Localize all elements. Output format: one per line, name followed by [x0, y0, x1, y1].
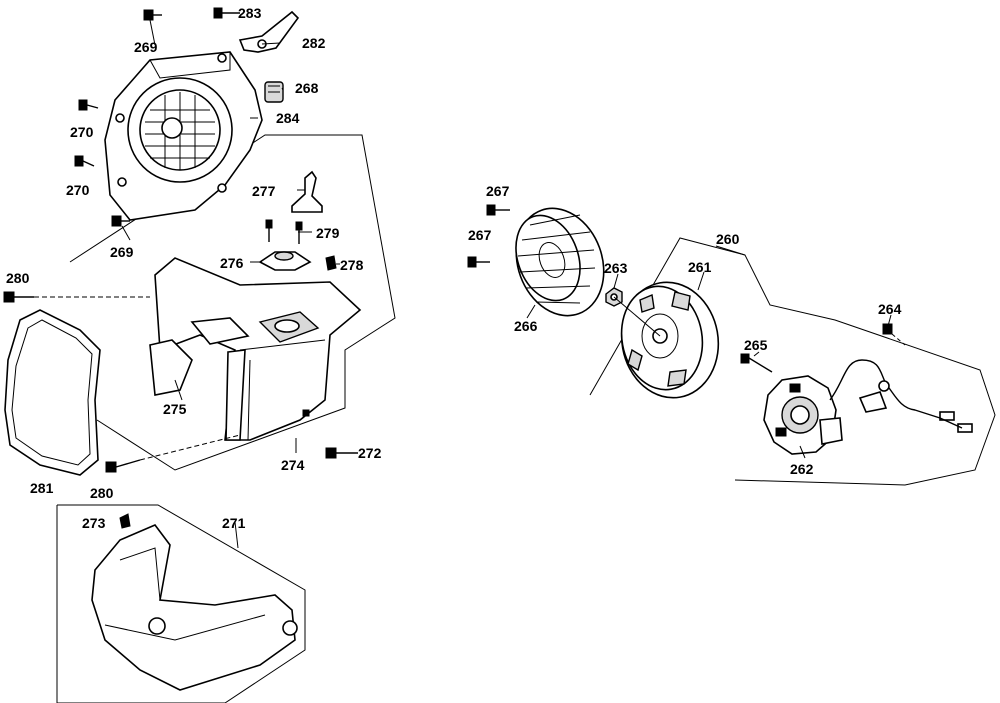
- label-263: 263: [604, 260, 628, 276]
- part-labels: 283 282 269 268 284 270 270 277 279 269 …: [6, 5, 902, 531]
- label-267-top: 267: [486, 183, 510, 199]
- flywheel-261: [613, 281, 720, 399]
- label-280-top: 280: [6, 270, 30, 286]
- gasket-281: [4, 309, 101, 476]
- bolt-269-top: [143, 9, 162, 21]
- bolt-272: [325, 447, 358, 459]
- clip-273: [119, 513, 131, 529]
- screw-265: [740, 353, 773, 373]
- label-269-top: 269: [134, 39, 158, 55]
- label-270-bottom: 270: [66, 182, 90, 198]
- label-271: 271: [222, 515, 246, 531]
- screw-270-top: [78, 99, 99, 111]
- bolt-267-bottom: [467, 256, 490, 268]
- label-272: 272: [358, 445, 382, 461]
- side-cover-275: [149, 339, 246, 441]
- cooling-fan-266: [515, 207, 605, 317]
- label-262: 262: [790, 461, 814, 477]
- label-266: 266: [514, 318, 538, 334]
- label-279: 279: [316, 225, 340, 241]
- bolt-283: [213, 7, 240, 19]
- stator-262: [763, 359, 973, 455]
- label-265: 265: [744, 337, 768, 353]
- bolt-280-upper: [3, 291, 150, 303]
- screw-270-bottom: [74, 155, 95, 167]
- screw-279: [295, 221, 303, 244]
- label-282: 282: [302, 35, 326, 51]
- label-284: 284: [276, 110, 300, 126]
- screw-276-upper: [265, 219, 273, 242]
- bracket-282: [238, 10, 300, 53]
- leader-lines: [121, 19, 892, 549]
- shroud-274: [154, 257, 362, 441]
- bolt-280-lower: [105, 434, 241, 473]
- label-268: 268: [295, 80, 319, 96]
- label-274: 274: [281, 457, 305, 473]
- label-270-top: 270: [70, 124, 94, 140]
- lower-shroud-271: [91, 524, 298, 691]
- label-267-bottom: 267: [468, 227, 492, 243]
- label-273: 273: [82, 515, 106, 531]
- label-280-bottom: 280: [90, 485, 114, 501]
- label-264: 264: [878, 301, 902, 317]
- label-283: 283: [238, 5, 262, 21]
- screw-264: [882, 323, 906, 346]
- group-outline-260: [589, 237, 996, 486]
- bolt-269-bottom: [111, 215, 130, 227]
- label-260: 260: [716, 231, 740, 247]
- label-275: 275: [163, 401, 187, 417]
- grommet-268: [264, 81, 284, 103]
- boot-276: [258, 251, 312, 271]
- label-269-bottom: 269: [110, 244, 134, 260]
- clip-278: [325, 255, 337, 271]
- group-outline-271: [56, 504, 306, 703]
- label-277: 277: [252, 183, 276, 199]
- label-261: 261: [688, 259, 712, 275]
- bracket-277: [291, 170, 323, 213]
- label-281: 281: [30, 480, 54, 496]
- label-276: 276: [220, 255, 244, 271]
- group-outline-274: [69, 134, 396, 471]
- fan-cover-284: [104, 51, 263, 221]
- bolt-267-top: [486, 204, 510, 216]
- label-278: 278: [340, 257, 364, 273]
